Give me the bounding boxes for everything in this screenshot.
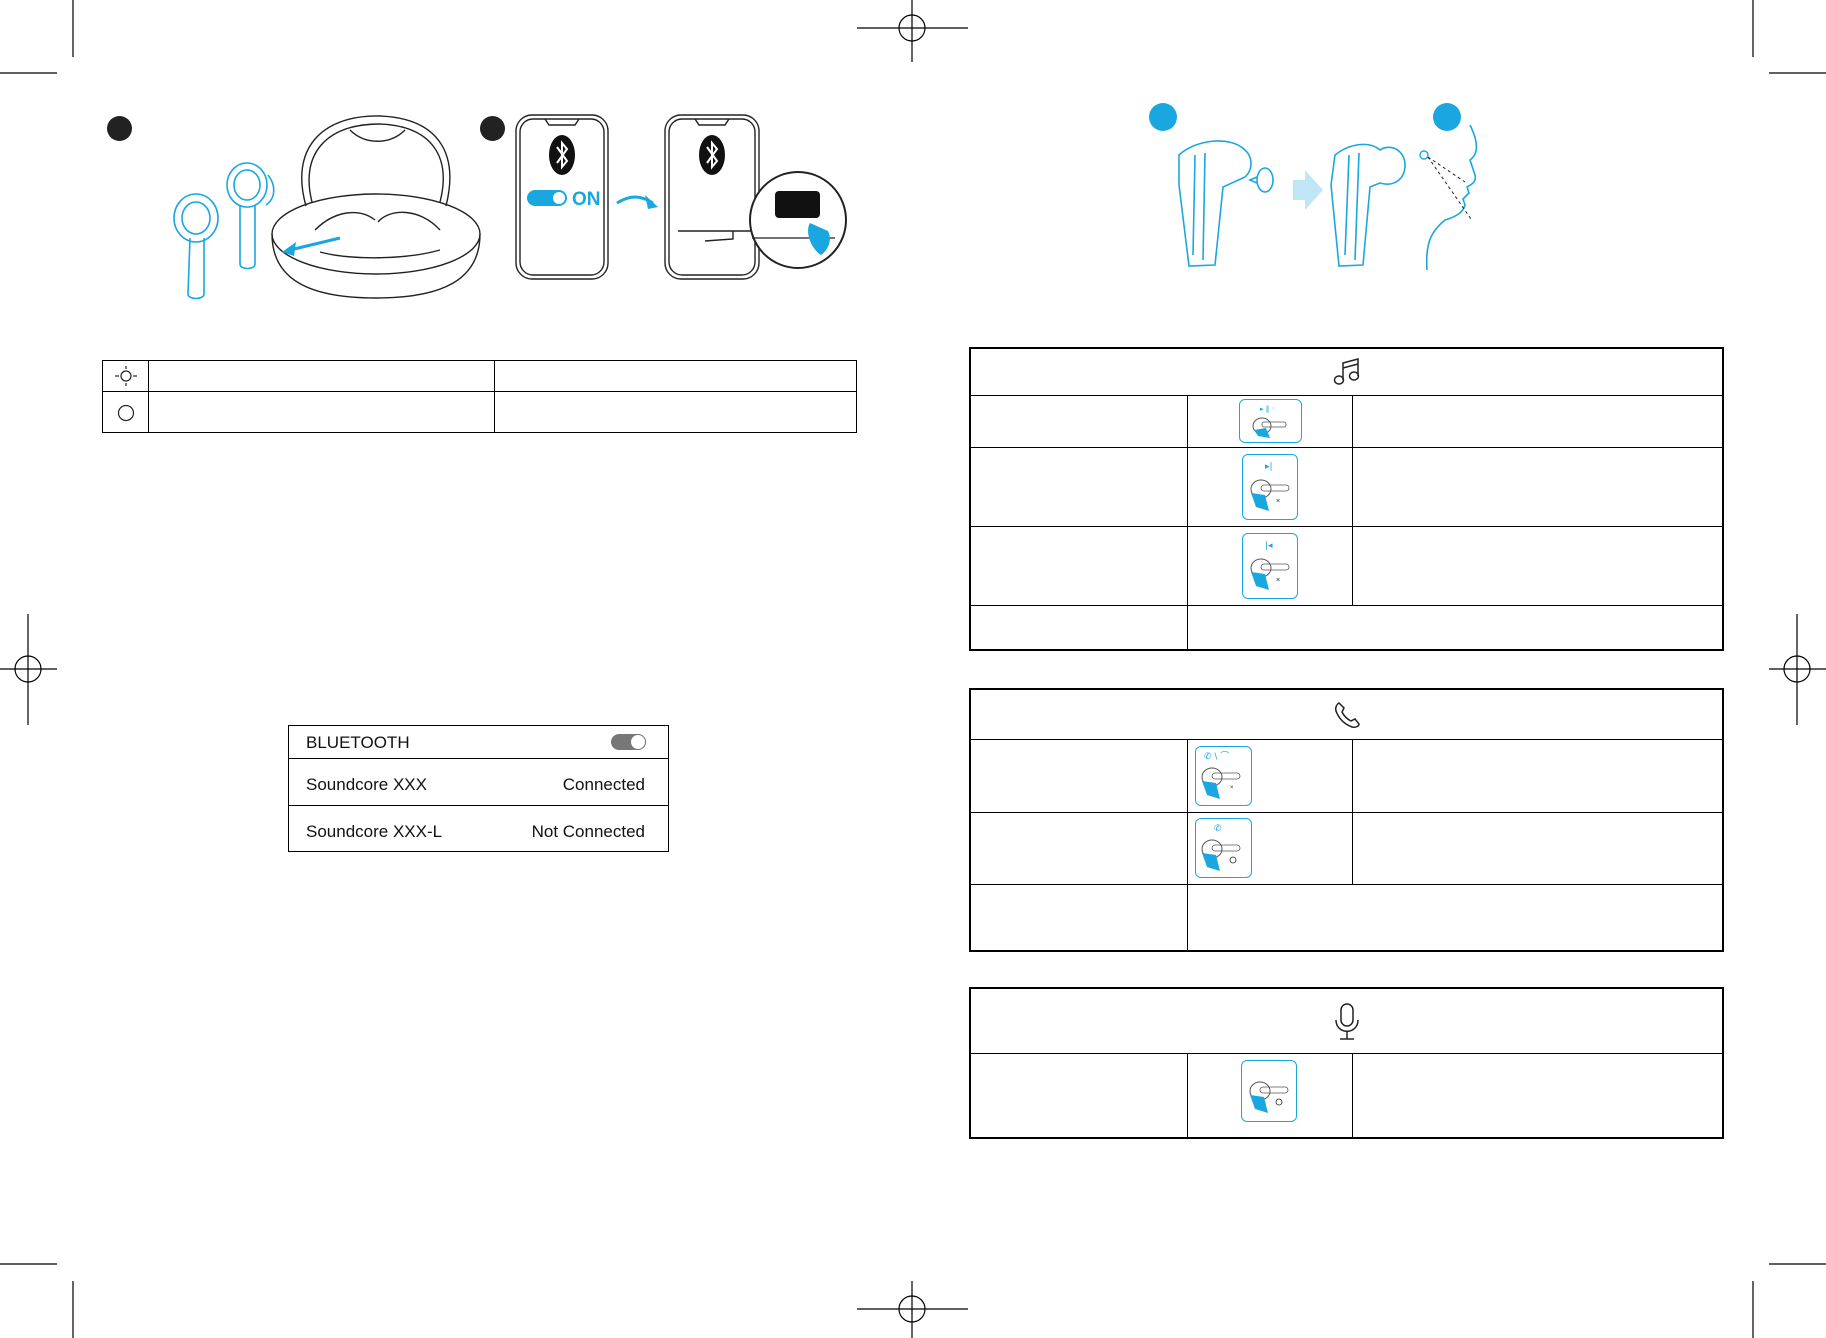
svg-text:|◂: |◂ <box>1265 541 1273 551</box>
led-status-table <box>102 360 857 433</box>
music-controls-table: ▸ ‖ ◦ ▸| × |◂ × <box>969 347 1724 651</box>
bluetooth-toggle[interactable] <box>611 734 646 750</box>
step-3-dot <box>1149 103 1177 131</box>
voice-assistant-controls-table <box>969 987 1724 1139</box>
steady-light-icon <box>117 404 135 422</box>
svg-text:✆ \ ⌒: ✆ \ ⌒ <box>1204 751 1229 762</box>
led-row-steady <box>103 391 856 433</box>
toggle-knob <box>630 734 646 750</box>
call-controls-table: ✆ \ ⌒ × ✆ <box>969 688 1724 952</box>
device-name[interactable]: Soundcore XXX <box>306 775 427 794</box>
step-1-dot <box>107 116 132 141</box>
tap-answer-hangup-gesture-icon: ✆ \ ⌒ × <box>1195 746 1252 806</box>
svg-text:×: × <box>1276 498 1280 505</box>
bluetooth-device-list: BLUETOOTH Soundcore XXX Connected Soundc… <box>288 725 669 852</box>
earbuds-case-illustration <box>173 115 481 300</box>
device-status: Not Connected <box>531 822 645 841</box>
hold-reject-call-gesture-icon: ✆ <box>1195 818 1252 878</box>
step-2-dot <box>480 116 505 141</box>
led-table-divider-2 <box>494 361 495 432</box>
tap-previous-track-gesture-icon: |◂ × <box>1242 533 1298 599</box>
phone-on-label: ON <box>572 189 601 210</box>
device-name[interactable]: Soundcore XXX-L <box>306 822 443 841</box>
svg-text:▸|: ▸| <box>1265 462 1273 472</box>
phone-icon <box>1335 702 1360 728</box>
eartip-fit-illustration <box>1178 124 1478 271</box>
led-row-blinking <box>103 361 856 392</box>
microphone-icon <box>1335 1003 1359 1040</box>
svg-text:×: × <box>1276 577 1280 584</box>
call-header <box>971 690 1722 740</box>
music-note-icon <box>1333 358 1360 385</box>
svg-text:▸ ‖ ◦: ▸ ‖ ◦ <box>1260 405 1276 413</box>
led-table-divider-1 <box>148 361 149 432</box>
step-4-dot <box>1433 103 1461 131</box>
bluetooth-title: BLUETOOTH <box>306 733 410 752</box>
phone-pairing-illustration: ON <box>515 114 847 280</box>
svg-text:✆: ✆ <box>1214 824 1222 834</box>
hold-voice-assistant-gesture-icon <box>1241 1060 1297 1122</box>
voice-assistant-header <box>971 989 1722 1054</box>
music-header <box>971 349 1722 396</box>
blink-light-icon <box>115 366 137 386</box>
tap-play-pause-gesture-icon: ▸ ‖ ◦ <box>1239 399 1302 443</box>
svg-text:×: × <box>1230 785 1234 791</box>
device-status: Connected <box>562 775 645 794</box>
tap-next-track-gesture-icon: ▸| × <box>1242 454 1298 520</box>
